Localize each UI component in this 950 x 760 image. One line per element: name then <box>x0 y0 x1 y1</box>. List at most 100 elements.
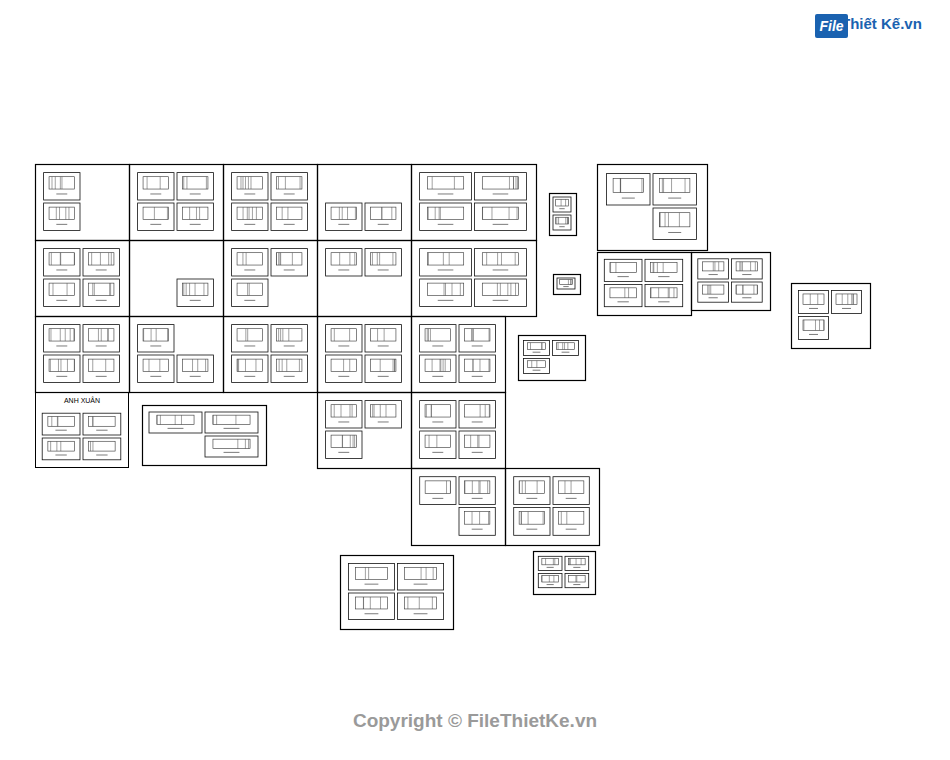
drawing-sheet <box>475 203 527 230</box>
drawing-sheet <box>271 249 307 276</box>
drawing-sheet <box>271 355 307 382</box>
sheet-frame <box>224 317 318 393</box>
drawing-sheet <box>459 431 495 458</box>
drawing-sheet <box>553 477 589 505</box>
drawing-sheet <box>138 325 174 352</box>
drawing-sheet <box>557 278 575 289</box>
sheet-frame <box>412 317 506 393</box>
sheet-frame <box>412 469 506 546</box>
drawing-sheet <box>44 325 80 352</box>
drawing-sheet <box>698 259 729 279</box>
drawing-sheet <box>44 355 80 382</box>
watermark: Copyright © FileThietKe.vn <box>353 710 597 732</box>
drawing-sheet <box>514 477 550 505</box>
sheet-frame <box>130 317 224 393</box>
sheet-frame <box>318 317 412 393</box>
drawing-sheet <box>538 574 562 588</box>
drawing-sheet <box>177 355 213 382</box>
drawing-sheet <box>44 203 80 230</box>
drawing-sheet <box>177 279 213 306</box>
drawing-sheet <box>42 413 80 435</box>
sheet-frame <box>36 241 130 317</box>
drawing-sheet <box>271 203 307 230</box>
drawing-sheet <box>177 203 213 230</box>
sheet-frame <box>792 284 871 349</box>
sheet-frame <box>519 336 586 381</box>
drawing-sheet <box>365 325 401 352</box>
drawing-sheet <box>565 556 589 570</box>
drawing-sheet <box>607 174 650 205</box>
drawing-sheet <box>475 173 527 200</box>
drawing-sheet <box>538 556 562 570</box>
sheet-frame <box>224 165 318 241</box>
drawing-sheet <box>524 359 550 374</box>
drawing-sheet <box>524 341 550 356</box>
drawing-sheet <box>799 317 829 340</box>
drawing-sheet <box>232 325 268 352</box>
drawing-sheet <box>365 249 401 276</box>
sheet-frame <box>598 253 692 316</box>
drawing-sheet <box>138 355 174 382</box>
drawing-sheet <box>420 325 456 352</box>
sheet-frame <box>692 253 771 311</box>
drawing-sheet <box>732 259 763 279</box>
drawing-sheet <box>420 477 456 505</box>
drawing-sheet <box>232 249 268 276</box>
drawing-sheet <box>475 249 527 276</box>
drawing-sheet <box>420 431 456 458</box>
drawing-sheet <box>420 401 456 428</box>
drawing-sheet <box>653 208 696 239</box>
drawing-sheet <box>365 401 401 428</box>
drawing-sheet <box>177 173 213 200</box>
drawing-sheet <box>832 291 862 314</box>
drawing-sheet <box>514 508 550 536</box>
drawing-sheet <box>44 173 80 200</box>
drawing-sheet <box>475 279 527 306</box>
drawing-sheet <box>348 563 394 590</box>
node-text: File <box>819 18 843 34</box>
sheet-frame <box>412 165 537 241</box>
drawing-sheet <box>365 203 401 230</box>
drawing-sheet <box>420 279 472 306</box>
drawing-sheet <box>604 259 642 281</box>
drawing-sheet <box>459 355 495 382</box>
drawing-sheet <box>459 401 495 428</box>
drawing-sheet <box>83 438 121 460</box>
logo-text: Thiết Kế.vn <box>841 15 922 32</box>
drawing-sheet <box>420 249 472 276</box>
node-text: ANH XUÂN <box>36 397 128 404</box>
sheet-frame <box>36 317 130 393</box>
drawing-sheet <box>348 593 394 620</box>
sheet-frame <box>318 393 412 469</box>
sheet-frame <box>412 241 537 317</box>
drawing-sheet <box>565 574 589 588</box>
drawing-sheet <box>553 197 571 212</box>
drawing-sheet <box>232 279 268 306</box>
drawing-sheet <box>645 285 683 307</box>
drawing-sheet <box>205 436 258 457</box>
drawing-sheet <box>83 325 119 352</box>
drawing-sheet <box>326 203 362 230</box>
drawing-sheet <box>732 282 763 302</box>
sheet-frame <box>534 552 596 595</box>
drawing-sheet <box>83 279 119 306</box>
drawing-sheet <box>698 282 729 302</box>
drawing-sheet <box>83 249 119 276</box>
drawing-sheet <box>420 173 472 200</box>
drawing-sheet <box>365 355 401 382</box>
sheet-frame <box>130 165 224 241</box>
drawing-sheet <box>604 285 642 307</box>
sheet-frame <box>130 241 224 317</box>
drawing-sheet <box>420 203 472 230</box>
drawing-sheet <box>420 355 456 382</box>
drawing-sheet <box>326 355 362 382</box>
drawing-sheet <box>83 413 121 435</box>
sheet-frame: ANH XUÂN <box>35 392 129 468</box>
drawing-sheet <box>326 325 362 352</box>
drawing-sheet <box>42 438 80 460</box>
drawing-sheet <box>553 341 579 356</box>
drawing-sheet <box>653 174 696 205</box>
drawing-sheet <box>398 593 444 620</box>
drawing-sheet <box>459 508 495 536</box>
